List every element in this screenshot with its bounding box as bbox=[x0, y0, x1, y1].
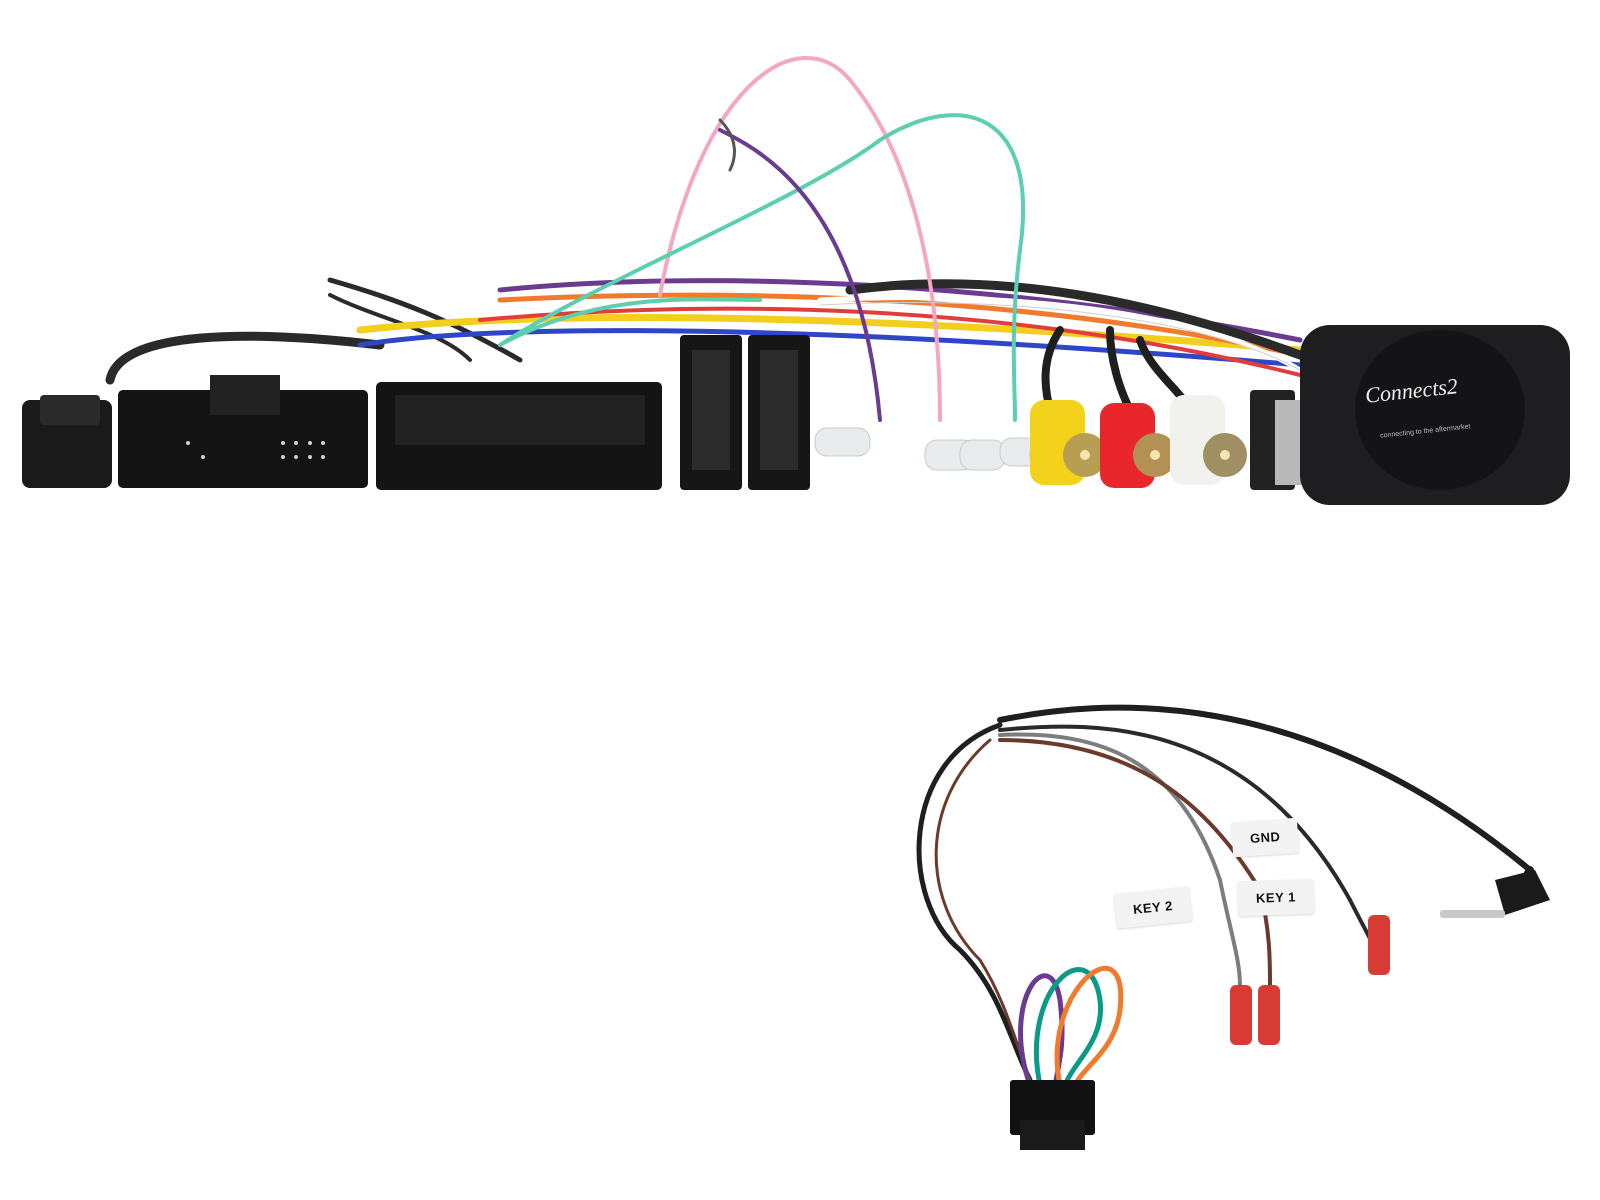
rca-plugs bbox=[1030, 395, 1247, 488]
stereo-jack-plug bbox=[1440, 870, 1550, 918]
red-pin-terminals bbox=[1230, 915, 1390, 1045]
large-vehicle-connector-1 bbox=[118, 375, 368, 488]
large-vehicle-connector-2 bbox=[376, 382, 662, 490]
gnd-label: GND bbox=[1230, 817, 1300, 858]
small-fakra-connector bbox=[22, 395, 112, 488]
iso-connector-1 bbox=[680, 335, 742, 490]
steering-control-lead-wires bbox=[916, 704, 1534, 1088]
iso-connector-2 bbox=[748, 335, 810, 490]
upper-harness-wires bbox=[105, 56, 1305, 422]
key1-label: KEY 1 bbox=[1237, 878, 1315, 917]
interface-module bbox=[1300, 325, 1570, 505]
molex-connector bbox=[1010, 1080, 1095, 1150]
